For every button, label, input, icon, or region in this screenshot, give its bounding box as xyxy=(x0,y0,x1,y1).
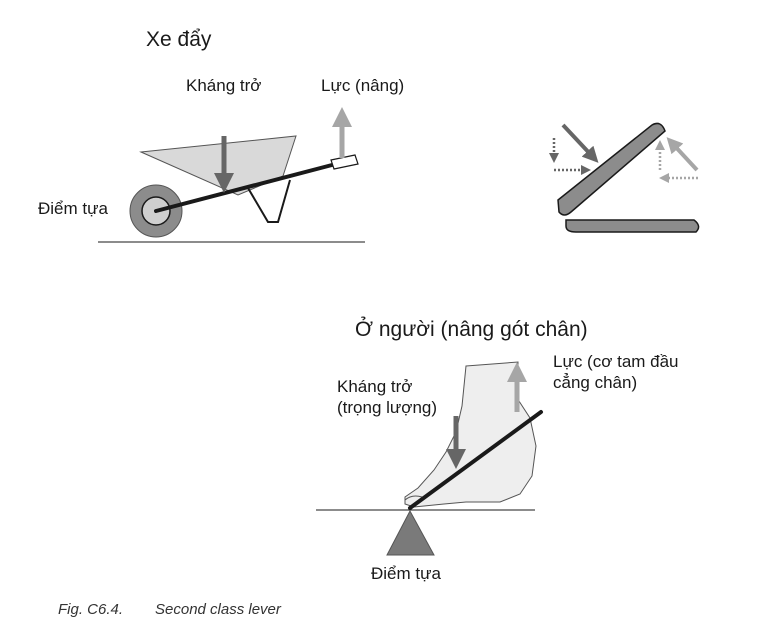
wheelbarrow-lever-bar xyxy=(154,163,334,213)
wheelbarrow-leg xyxy=(247,179,291,223)
schematic-base-board xyxy=(565,219,700,233)
wheelbarrow-fulcrum-label: Điểm tựa xyxy=(38,199,108,218)
foot-fulcrum-triangle xyxy=(386,509,435,556)
human-title: Ở người (nâng gót chân) xyxy=(355,318,588,341)
wheelbarrow-resistance-label: Kháng trở xyxy=(186,76,262,95)
schematic-load-arrow-diagonal xyxy=(561,123,599,163)
human-fulcrum-label: Điểm tựa xyxy=(371,564,441,583)
wheelbarrow-handle-grip xyxy=(330,154,359,170)
wheelbarrow-title: Xe đẩy xyxy=(146,28,212,51)
schematic-lever-illustration xyxy=(549,122,700,233)
foot-lever-bar xyxy=(408,410,543,510)
foot-toe-line xyxy=(404,495,423,501)
schematic-lever-board xyxy=(557,122,666,216)
foot-illustration xyxy=(316,361,543,556)
human-force-label-line1: Lực (cơ tam đầu xyxy=(553,352,679,371)
wheelbarrow-illustration xyxy=(98,107,365,243)
figure-number: Fig. C6.4. xyxy=(58,601,124,618)
human-resistance-label-line1: Kháng trở xyxy=(337,377,413,396)
schematic-effort-arrow-diagonal xyxy=(666,137,699,172)
human-force-label-line2: cẳng chân) xyxy=(553,373,638,392)
human-resistance-label-line2: (trọng lượng) xyxy=(337,398,438,417)
wheelbarrow-force-label: Lực (nâng) xyxy=(321,76,405,95)
figure-title: Second class lever xyxy=(155,601,281,618)
